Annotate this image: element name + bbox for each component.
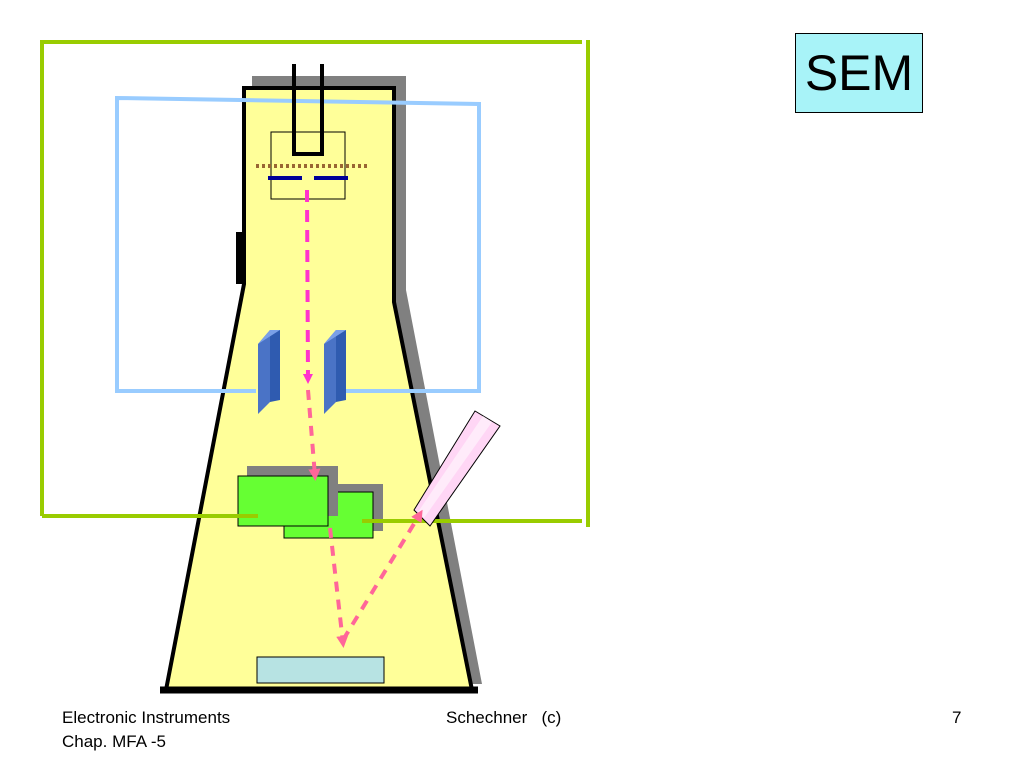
inner-frame — [115, 95, 481, 393]
footer-author: Schechner (c) — [446, 708, 562, 727]
slide-title-text: SEM — [804, 45, 914, 101]
column-joint-left — [236, 232, 242, 284]
slide-title: SEM — [795, 33, 923, 113]
electron-beam-primary — [302, 189, 313, 384]
scan-plate-right — [324, 330, 346, 414]
footer-page-number: 7 — [952, 708, 962, 727]
collector-tube-highlight — [418, 416, 492, 518]
detector-block-front — [237, 475, 329, 527]
scan-plate-left — [258, 330, 280, 414]
outer-frame — [40, 40, 582, 516]
electron-gun-filament — [292, 64, 324, 156]
electron-beam-to-specimen — [328, 527, 349, 648]
column-joint-right — [396, 232, 402, 284]
secondary-electron-path — [341, 509, 423, 642]
electron-beam-lower — [306, 389, 321, 481]
footer-course: Electronic Instruments — [62, 708, 231, 727]
footer-chapter: Chap. MFA -5 — [62, 732, 166, 751]
specimen — [256, 656, 385, 684]
